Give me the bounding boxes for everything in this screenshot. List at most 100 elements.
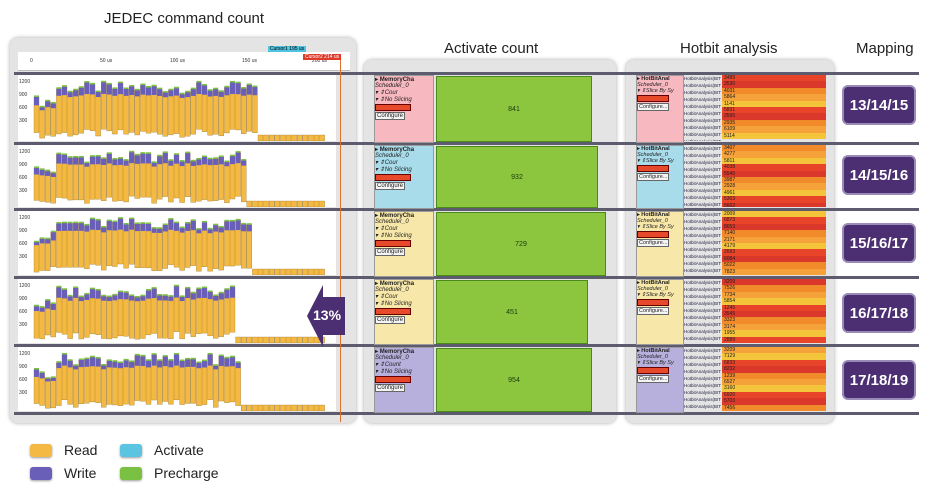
write-bar: [78, 223, 84, 231]
hotbit-configure-button[interactable]: Configure...: [637, 307, 670, 315]
scheduler-label: Scheduler_0: [375, 153, 409, 159]
memory-config-4[interactable]: ▸ MemoryCha Scheduler_0 ▾ ⇕Cour ▾ ⇕No Sl…: [374, 279, 434, 345]
mapping-badge-1[interactable]: 13/14/15: [844, 87, 914, 123]
read-bar: [285, 336, 292, 343]
configure-button[interactable]: Configure: [375, 316, 406, 324]
read-bar: [196, 362, 202, 406]
slicing-dropdown[interactable]: ▾ ⇕No Slicing: [375, 167, 412, 173]
hotbit-configure-button[interactable]: Configure...: [637, 375, 670, 383]
hotbit-configure-button[interactable]: Configure...: [637, 103, 670, 111]
scheduler-label: Scheduler_0: [637, 286, 668, 292]
hotbit-configure-button[interactable]: Configure...: [637, 173, 670, 181]
read-bar: [207, 159, 213, 202]
memory-config-5[interactable]: ▸ MemoryCha Scheduler_0 ▾ ⇕Count ▾ ⇕No S…: [374, 347, 434, 413]
read-bar: [297, 134, 303, 141]
write-bar: [146, 290, 151, 299]
mapping-badge-4[interactable]: 16/17/18: [844, 295, 914, 331]
slicing-dropdown[interactable]: ▾ ⇕No Slicing: [375, 233, 412, 239]
memory-config-2[interactable]: ▸ MemoryCha Scheduler_0 ▾ ⇕Cour ▾ ⇕No Sl…: [374, 145, 434, 209]
read-bar: [319, 134, 325, 141]
legend-read: Read: [30, 442, 97, 458]
mapping-badge-5[interactable]: 17/18/19: [844, 362, 914, 398]
activate-count-box-4[interactable]: 451: [436, 280, 588, 344]
hotbit-config-2[interactable]: ▸ HotBitAnal Scheduler_0 ▾ ⇕Slice By Sy …: [636, 145, 684, 209]
color-swatch[interactable]: [637, 231, 669, 238]
heat-cell: 8232: [722, 366, 826, 373]
count-dropdown[interactable]: ▾ ⇕Count: [375, 362, 401, 368]
mapping-badge-3[interactable]: 15/16/17: [844, 225, 914, 261]
slice-dropdown[interactable]: ▾ ⇕Slice By Sy: [637, 224, 674, 230]
write-bar: [45, 378, 51, 382]
cursor2-line[interactable]: [340, 60, 341, 422]
precharge-bar: [62, 85, 67, 87]
time-ruler[interactable]: 0 50 us 100 us 150 us 200 us: [18, 52, 350, 71]
cursor1-label[interactable]: Cursor1 195 us: [268, 46, 307, 52]
color-swatch[interactable]: [637, 165, 669, 172]
slice-dropdown[interactable]: ▾ ⇕Slice By Sy: [637, 158, 674, 164]
precharge-bar: [134, 295, 140, 298]
precharge-bar: [151, 84, 157, 87]
configure-button[interactable]: Configure: [375, 112, 406, 120]
configure-button[interactable]: Configure: [375, 248, 406, 256]
color-swatch[interactable]: [637, 367, 669, 374]
precharge-bar: [123, 87, 129, 89]
configure-button[interactable]: Configure: [375, 384, 406, 392]
read-bar: [280, 134, 286, 141]
hotbit-configure-button[interactable]: Configure...: [637, 239, 670, 247]
precharge-bar: [157, 227, 163, 229]
read-bar: [157, 89, 163, 135]
activate-count-box-2[interactable]: 932: [436, 146, 598, 208]
hotbit-config-5[interactable]: ▸ HotBitAnal Scheduler_0 ▾ ⇕Slice By Sy …: [636, 347, 684, 413]
slice-dropdown[interactable]: ▾ ⇕Slice By Sy: [637, 360, 674, 366]
color-swatch[interactable]: [637, 299, 669, 306]
memory-config-1[interactable]: ▸ MemoryCha Scheduler_0 ▾ ⇕Cour ▾ ⇕No Sl…: [374, 75, 434, 143]
slicing-dropdown[interactable]: ▾ ⇕No Slicing: [375, 97, 412, 103]
activate-count-box-5[interactable]: 954: [436, 348, 592, 412]
configure-button[interactable]: Configure: [375, 182, 406, 190]
color-swatch[interactable]: [375, 240, 411, 247]
count-dropdown[interactable]: ▾ ⇕Cour: [375, 90, 398, 96]
count-dropdown[interactable]: ▾ ⇕Cour: [375, 160, 398, 166]
color-swatch[interactable]: [375, 174, 411, 181]
write-bar: [151, 228, 157, 233]
count-dropdown[interactable]: ▾ ⇕Cour: [375, 294, 398, 300]
hotbit-config-1[interactable]: ▸ HotBitAnal Scheduler_0 ▾ ⇕Slice By Sy …: [636, 75, 684, 143]
count-dropdown[interactable]: ▾ ⇕Cour: [375, 226, 398, 232]
memory-config-title: ▸ MemoryCha: [375, 349, 415, 355]
slice-dropdown[interactable]: ▾ ⇕Slice By Sy: [637, 88, 674, 94]
color-swatch[interactable]: [375, 104, 411, 111]
hotbit-config-4[interactable]: ▸ HotBitAnal Scheduler_0 ▾ ⇕Slice By Sy …: [636, 279, 684, 345]
write-bar: [95, 92, 101, 98]
precharge-bar: [45, 377, 51, 379]
memory-config-3[interactable]: ▸ MemoryCha Scheduler_0 ▾ ⇕Cour ▾ ⇕No Sl…: [374, 211, 434, 277]
slicing-dropdown[interactable]: ▾ ⇕No Slicing: [375, 369, 412, 375]
precharge-bar: [118, 157, 123, 159]
cursor2-label[interactable]: Cursor2 214 us: [303, 54, 342, 60]
slicing-dropdown[interactable]: ▾ ⇕No Slicing: [375, 301, 412, 307]
slice-dropdown[interactable]: ▾ ⇕Slice By Sy: [637, 292, 674, 298]
color-swatch[interactable]: [375, 376, 411, 383]
mapping-badge-2[interactable]: 14/15/16: [844, 157, 914, 193]
hotbit-name: HotbitAnalysis(BIT17): [684, 90, 721, 95]
hotbit-config-3[interactable]: ▸ HotBitAnal Scheduler_0 ▾ ⇕Slice By Sy …: [636, 211, 684, 277]
write-bar: [50, 103, 56, 109]
color-swatch[interactable]: [375, 308, 411, 315]
activate-count-box-3[interactable]: 729: [436, 212, 606, 276]
read-bar: [319, 200, 325, 207]
activate-count-box-1[interactable]: 841: [436, 76, 592, 142]
y-tick-label: 300: [19, 254, 28, 260]
write-bar: [34, 306, 39, 312]
color-swatch[interactable]: [637, 95, 669, 102]
precharge-bar: [90, 355, 95, 358]
